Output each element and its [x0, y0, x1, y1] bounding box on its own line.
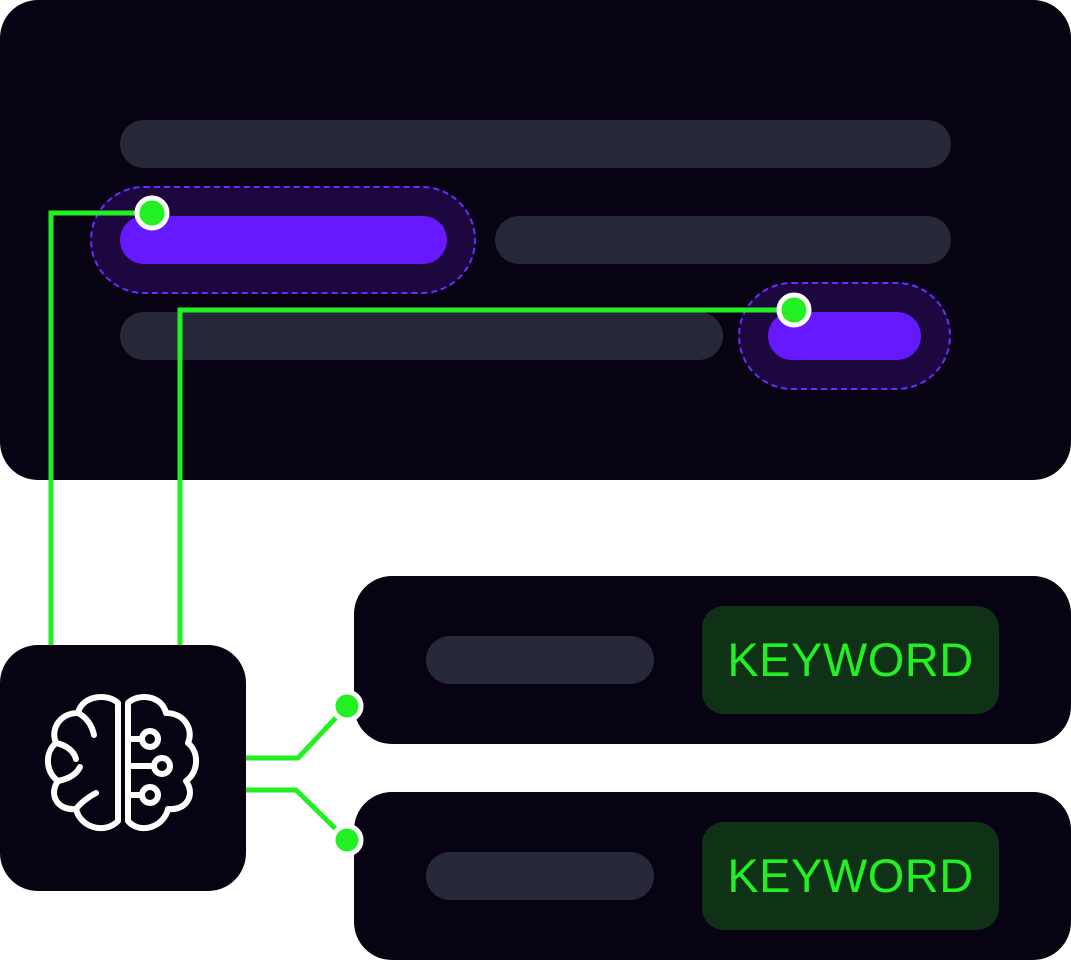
connector-result-2 [246, 787, 349, 842]
connector-result-1 [246, 704, 349, 761]
ai-processor [0, 645, 246, 891]
document-panel [0, 0, 1071, 480]
result-card-2: KEYWORD [354, 792, 1071, 960]
highlighted-text-2 [768, 312, 921, 360]
keyword-badge: KEYWORD [702, 822, 999, 930]
highlighted-text-1 [120, 216, 447, 264]
text-line-3 [120, 312, 723, 360]
brain-circuit-icon [45, 694, 199, 832]
keyword-badge: KEYWORD [702, 606, 999, 714]
result-card-1: KEYWORD [354, 576, 1071, 744]
result-placeholder-bar [426, 636, 654, 684]
text-line-1 [120, 120, 951, 168]
result-placeholder-bar [426, 852, 654, 900]
text-line-2 [495, 216, 951, 264]
